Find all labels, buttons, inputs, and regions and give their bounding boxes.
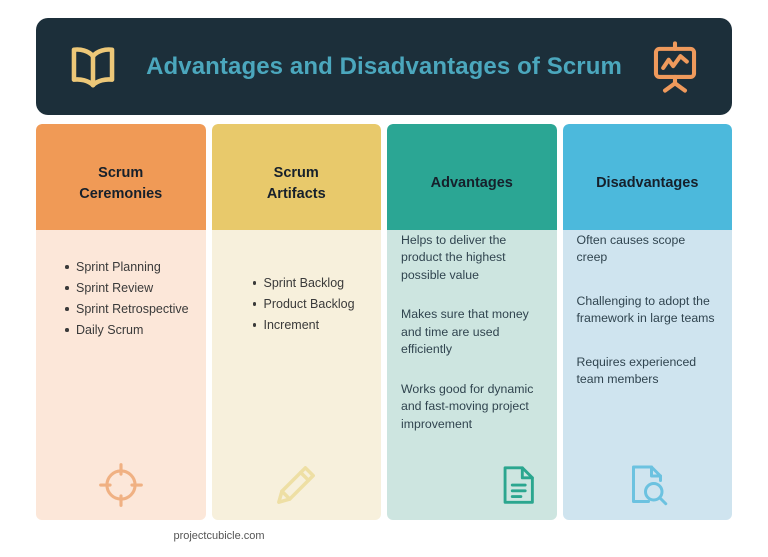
document-search-icon — [620, 458, 674, 512]
list-item: Sprint Retrospective — [65, 300, 192, 319]
column-header-scrum-artifacts: Scrum Artifacts — [211, 124, 381, 230]
open-book-icon — [60, 34, 126, 100]
column-header-disadvantages: Disadvantages — [562, 124, 732, 230]
disadvantage-paragraph: Requires experienced team members — [576, 354, 697, 387]
column-body-disadvantages: Often causes scope creep Challenging to … — [562, 230, 732, 520]
page-title: Advantages and Disadvantages of Scrum — [146, 52, 622, 80]
header-banner: Advantages and Disadvantages of Scrum — [36, 18, 732, 115]
column-header-scrum-ceremonies: Scrum Ceremonies — [36, 124, 206, 230]
column-body-advantages: Helps to deliver the product the highest… — [387, 230, 557, 520]
list-item: Sprint Review — [65, 279, 192, 298]
column-header-advantages: Advantages — [387, 124, 557, 230]
scrum-artifacts-list: Sprint Backlog Product Backlog Increment — [238, 274, 368, 335]
target-crosshair-icon — [94, 458, 148, 512]
list-item: Daily Scrum — [65, 321, 192, 340]
advantage-paragraph: Makes sure that money and time are used … — [401, 307, 529, 357]
disadvantage-paragraph: Often causes scope creep — [576, 233, 686, 265]
footer-attribution: projectcubicle.com — [173, 530, 265, 542]
column-header-line2: Artifacts — [266, 186, 326, 202]
column-header-line1: Scrum — [98, 164, 144, 181]
column-header-line1: Disadvantages — [596, 175, 699, 192]
advantage-paragraph: Helps to deliver the product the highest… — [401, 233, 507, 282]
column-disadvantages: Disadvantages Often causes scope creep C… — [562, 124, 732, 520]
advantage-paragraph: Works good for dynamic and fast-moving p… — [401, 381, 534, 431]
column-advantages: Advantages Helps to deliver the product … — [387, 124, 557, 520]
list-item: Increment — [252, 316, 368, 335]
pencil-icon — [269, 458, 323, 512]
list-wrapper: Sprint Planning Sprint Review Sprint Ret… — [50, 244, 192, 341]
column-header-line1: Advantages — [430, 175, 513, 192]
list-item: Sprint Planning — [65, 258, 192, 277]
list-wrapper: Sprint Backlog Product Backlog Increment — [226, 244, 368, 335]
disadvantage-paragraph: Challenging to adopt the framework in la… — [576, 293, 715, 326]
presentation-chart-icon — [642, 34, 708, 100]
column-header-line1: Scrum — [273, 164, 319, 181]
scrum-ceremonies-list: Sprint Planning Sprint Review Sprint Ret… — [50, 258, 192, 341]
list-item: Sprint Backlog — [252, 274, 368, 293]
columns-container: Scrum Ceremonies Sprint Planning Sprint … — [36, 124, 732, 520]
document-lines-icon — [491, 458, 545, 512]
list-item: Product Backlog — [252, 295, 368, 314]
column-scrum-ceremonies: Scrum Ceremonies Sprint Planning Sprint … — [36, 124, 206, 520]
column-body-scrum-ceremonies: Sprint Planning Sprint Review Sprint Ret… — [36, 230, 206, 520]
column-header-line2: Ceremonies — [79, 186, 163, 202]
column-body-scrum-artifacts: Sprint Backlog Product Backlog Increment — [211, 230, 381, 520]
column-scrum-artifacts: Scrum Artifacts Sprint Backlog Product B… — [211, 124, 381, 520]
